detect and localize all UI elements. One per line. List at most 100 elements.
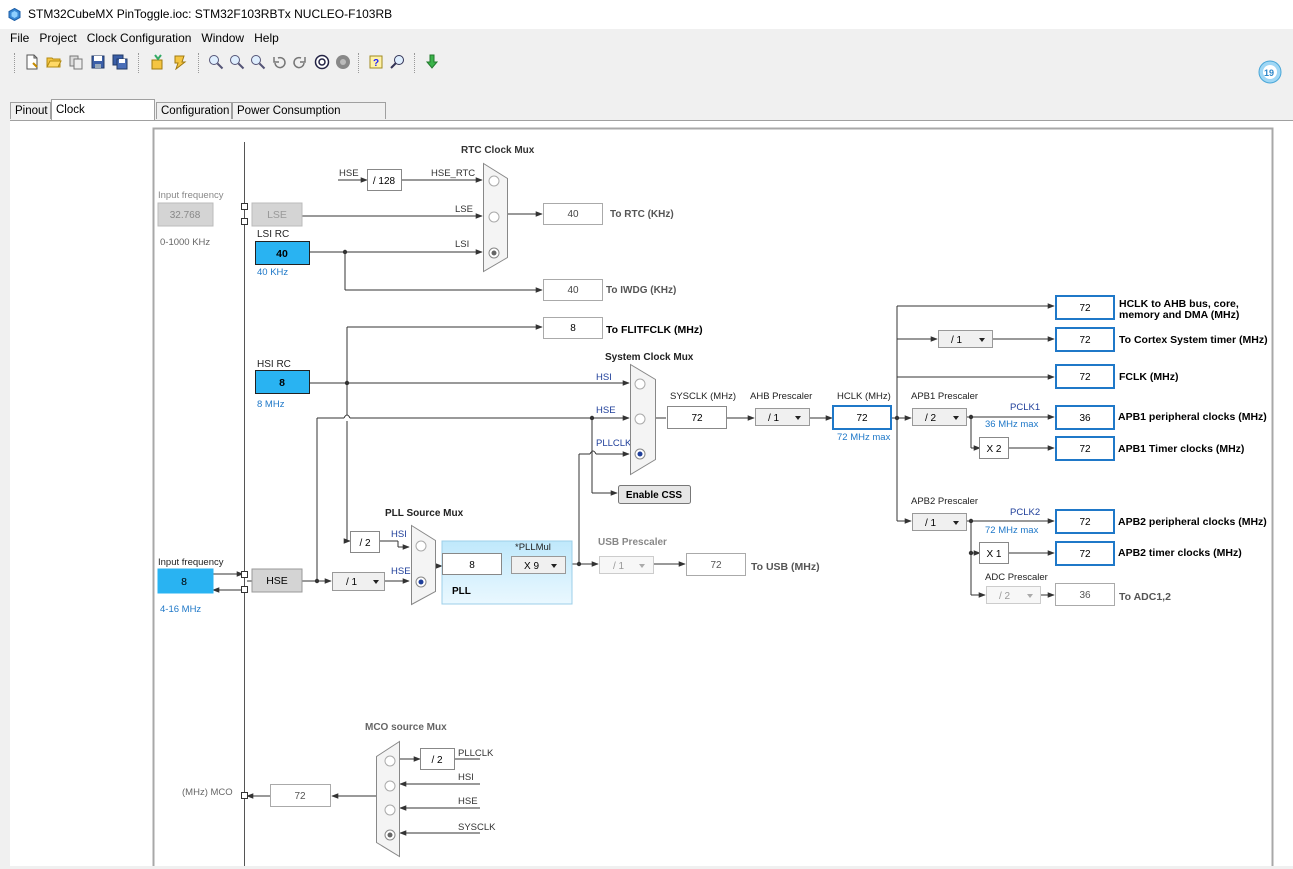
usb-prescaler-title: USB Prescaler [598,537,667,548]
pll-hsi-divider [350,531,380,553]
download-icon[interactable] [424,54,440,70]
cortex-timer-output-input[interactable] [1055,327,1115,352]
pll-mul-value: X 9 [524,561,539,572]
mco-radio-hse[interactable] [384,804,396,816]
usb-output-label: To USB (MHz) [751,561,820,573]
flitfclk-output-value-box [543,317,603,339]
rtc-mux-radio-lse[interactable] [488,211,500,223]
sysmux-hse-label: HSE [596,405,616,416]
rtc-hse-label: HSE [339,168,359,179]
undo-icon[interactable] [271,54,287,70]
pll-mul-dropdown[interactable] [511,556,566,574]
hse-oscillator-box [251,568,303,593]
lse-frequency-field[interactable] [157,202,214,227]
mco-source-mux[interactable] [376,740,400,858]
apb1-peripheral-output-input[interactable] [1055,405,1115,430]
tab-configuration[interactable]: Configuration [156,102,232,119]
pll-hsi-divider-value: / 2 [359,538,371,549]
lse-oscillator-box [251,202,303,227]
menu-project[interactable]: Project [39,31,77,45]
toolbar-separator [198,53,200,73]
generate-report-icon[interactable] [150,54,166,70]
zoom-in-icon[interactable] [208,54,224,70]
sysmux-radio-pllclk-dot [637,451,643,457]
menu-help[interactable]: Help [254,31,279,45]
zoom-fit-icon[interactable] [250,54,266,70]
chevron-down-icon [639,564,645,568]
hclk-ahb-output-label: HCLK to AHB bus, core, [1119,298,1239,310]
window-title: STM32CubeMX PinToggle.ioc: STM32F103RBTx… [28,7,393,21]
apb2-timer-multiplier-box [979,542,1009,564]
fclk-output-label: FCLK (MHz) [1119,371,1178,383]
menu-clock-configuration[interactable]: Clock Configuration [86,31,192,45]
redo-icon[interactable] [292,54,308,70]
apb1-prescaler-dropdown[interactable] [912,408,967,426]
open-folder-icon[interactable] [46,54,62,70]
adc-output-value-box [1055,583,1115,606]
toolbar-separator [14,53,16,73]
ahb-prescaler-dropdown[interactable] [755,408,810,426]
copy-icon[interactable] [68,54,84,70]
apb2-timer-output-input[interactable] [1055,541,1115,566]
usb-prescaler-value: / 1 [613,561,625,572]
apb2-peripheral-output-input[interactable] [1055,509,1115,534]
flitfclk-output-value: 8 [570,323,576,334]
hclk-input[interactable] [832,405,892,430]
pll-source-mux[interactable] [411,524,436,606]
mco-radio-sysclk-dot [387,832,393,838]
cortex-timer-divider-dropdown[interactable] [938,330,993,348]
hclk-ahb-output-input[interactable] [1055,295,1115,320]
hse-range-label: 4-16 MHz [160,604,201,615]
help-icon[interactable]: ? [368,54,384,70]
adc-prescaler-label: ADC Prescaler [985,572,1048,583]
adc-prescaler-dropdown[interactable] [986,586,1041,604]
hse-prediv-dropdown[interactable] [332,572,385,591]
rtc-mux-radio-lsi-dot [491,250,497,256]
sysmux-radio-hse[interactable] [634,413,646,425]
sysmux-hsi-label: HSI [596,372,612,383]
hse-frequency-field[interactable] [157,568,214,594]
apb2-prescaler-dropdown[interactable] [912,513,967,531]
pllsrc-radio-hsi[interactable] [415,540,427,552]
sysclk-label: SYSCLK (MHz) [670,391,736,402]
chevron-down-icon [373,580,379,584]
sysclk-value-box [667,406,727,429]
ahb-prescaler-value: / 1 [768,413,780,424]
mco-output-value-box [270,784,331,807]
zoom-out-icon[interactable] [229,54,245,70]
mco-radio-hsi[interactable] [384,780,396,792]
enable-css-label: Enable CSS [626,490,682,501]
pll-source-mux-title: PLL Source Mux [385,508,464,519]
sysmux-radio-hsi[interactable] [634,378,646,390]
search-help-icon[interactable] [390,54,406,70]
rtc-output-value-box [543,203,603,225]
tab-power-consumption-calculator[interactable]: Power Consumption Calculator [232,102,386,134]
reset-clock-icon[interactable] [314,54,330,70]
tab-pinout[interactable]: Pinout [10,102,51,119]
clock-wires [212,177,1055,836]
apb1-prescaler-label: APB1 Prescaler [911,391,978,402]
menu-window[interactable]: Window [201,31,245,45]
apb1-timer-output-input[interactable] [1055,436,1115,461]
hclk-ahb-output-value: 72 [1079,303,1091,314]
flitfclk-output-label: To FLITFCLK (MHz) [606,324,703,336]
bus-connectors [241,203,248,799]
save-all-icon[interactable] [112,54,128,70]
apb1-prescaler-value: / 2 [925,413,937,424]
lse-oscillator-label: LSE [267,209,287,221]
menu-file[interactable]: File [10,31,30,45]
generate-code-icon[interactable] [172,54,188,70]
tab-clock-configuration[interactable]: Clock Configuration [51,99,155,136]
sysclk-value: 72 [691,413,703,424]
iwdg-output-label: To IWDG (KHz) [606,285,676,296]
save-icon[interactable] [90,54,106,70]
fclk-output-input[interactable] [1055,364,1115,389]
new-project-icon[interactable] [24,54,40,70]
enable-css-button[interactable] [618,485,691,504]
usb-prescaler-dropdown[interactable] [599,556,654,574]
apb2-timer-output-value: 72 [1079,549,1091,560]
mco-radio-pllclk[interactable] [384,755,396,767]
lse-input-frequency-label: Input frequency [158,190,224,201]
rtc-mux-radio-hse[interactable] [488,175,500,187]
resolve-clock-icon[interactable] [335,54,351,70]
